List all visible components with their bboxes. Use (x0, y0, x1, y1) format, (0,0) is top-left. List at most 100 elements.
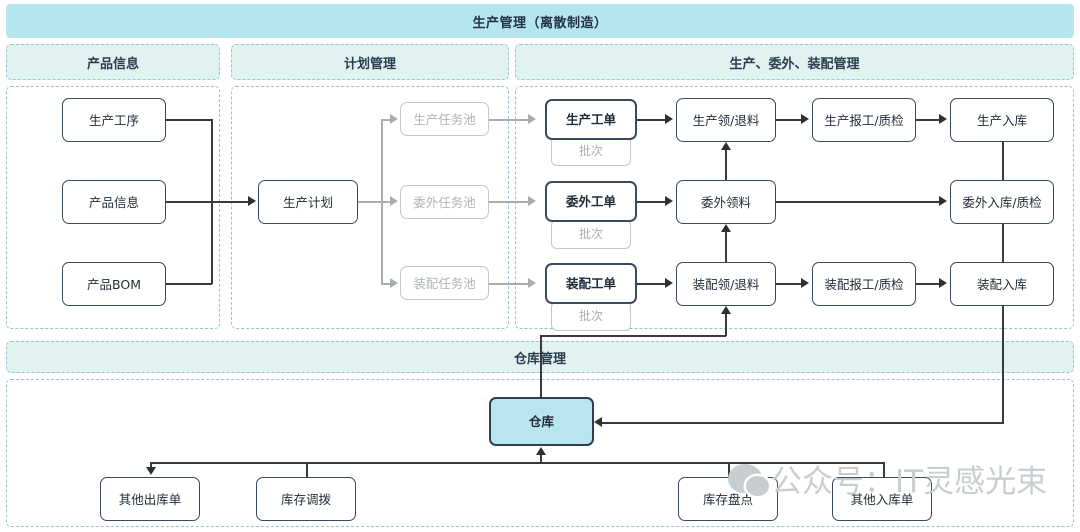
connector-wo-outsource-to-pick (637, 201, 667, 203)
arrow-into-wo-production (528, 114, 536, 124)
node-label: 装配工单 (565, 276, 616, 291)
arrow-up-into-pick-outsource (721, 224, 731, 232)
connector-bus-to-warehouse-riser (540, 455, 542, 463)
arrow-into-report-production (801, 114, 809, 124)
section-label: 计划管理 (343, 56, 396, 72)
connector-bus-to-pool-production (381, 119, 392, 121)
connector-stockin-into-warehouse (601, 422, 1004, 424)
node-in-production[interactable]: 生产入库 (950, 98, 1054, 142)
connector-plan-out (358, 201, 382, 203)
connector-process-to-bus (166, 119, 212, 121)
node-label: 委外领料 (700, 194, 751, 210)
node-label: 装配报工/质检 (824, 276, 904, 292)
node-label: 产品信息 (88, 194, 139, 210)
node-report-production[interactable]: 生产报工/质检 (812, 98, 916, 142)
arrow-into-warehouse-right (594, 417, 602, 427)
connector-pick-production-to-report (776, 119, 803, 121)
node-pick-assembly[interactable]: 装配领/退料 (676, 262, 776, 306)
connector-pick-assembly-to-report (776, 283, 803, 285)
arrow-into-pick-outsource (665, 196, 673, 206)
node-label: 生产计划 (282, 194, 333, 210)
node-production-process[interactable]: 生产工序 (62, 98, 166, 142)
section-label: 仓库管理 (514, 348, 566, 367)
node-wo-assembly[interactable]: 装配工单 (545, 263, 637, 304)
node-stock-transfer[interactable]: 库存调拨 (256, 477, 356, 521)
arrow-into-pool-assembly (390, 278, 398, 288)
page-title: 生产管理（离散制造） (472, 15, 608, 31)
node-label: 装配任务池 (413, 275, 476, 291)
connector-pool-outsource-to-wo (489, 201, 533, 203)
node-warehouse[interactable]: 仓库 (489, 397, 594, 446)
node-label: 批次 (578, 308, 603, 323)
arrow-into-pick-assembly (665, 278, 673, 288)
zone-plan-management (231, 86, 509, 329)
connector-bom-to-bus (166, 283, 212, 285)
node-batch-production[interactable]: 批次 (551, 136, 631, 166)
connector-bus-to-pool-assembly (381, 283, 392, 285)
node-stock-count[interactable]: 库存盘点 (678, 477, 778, 521)
node-label: 装配领/退料 (692, 276, 760, 292)
node-label: 生产任务池 (413, 111, 476, 127)
connector-stock-count-to-bus (728, 462, 730, 478)
node-label: 批次 (578, 226, 603, 241)
connector-stock-transfer-to-bus (306, 462, 308, 478)
connector-in-assembly-down-to-warehouse (1002, 306, 1004, 423)
connector-bus-to-other-outbound (150, 462, 152, 468)
node-label: 生产报工/质检 (824, 112, 904, 128)
arrow-into-wo-outsource (528, 196, 536, 206)
connector-bus-to-production-plan (166, 201, 252, 203)
node-in-outsource[interactable]: 委外入库/质检 (950, 180, 1054, 224)
section-header-production-outsource-assembly: 生产、委外、装配管理 (515, 44, 1074, 80)
zone-product-info (6, 86, 220, 329)
node-other-outbound[interactable]: 其他出库单 (100, 477, 200, 521)
node-pick-production[interactable]: 生产领/退料 (676, 98, 776, 142)
node-wo-production[interactable]: 生产工单 (545, 99, 637, 140)
node-batch-assembly[interactable]: 批次 (551, 301, 631, 331)
node-label: 委外工单 (565, 194, 616, 209)
arrow-into-in-production (939, 114, 947, 124)
connector-report-assembly-to-in (916, 283, 941, 285)
node-other-inbound[interactable]: 其他入库单 (832, 477, 932, 521)
arrow-up-into-pick-assembly (721, 306, 731, 314)
node-label: 委外任务池 (413, 194, 476, 210)
node-production-plan[interactable]: 生产计划 (258, 180, 358, 224)
node-label: 生产工序 (88, 112, 139, 128)
arrow-into-in-outsource (939, 196, 947, 206)
connector-other-inbound-to-bus (883, 462, 885, 478)
node-in-assembly[interactable]: 装配入库 (950, 262, 1054, 306)
node-label: 库存盘点 (702, 491, 753, 507)
arrow-up-into-warehouse (536, 447, 546, 455)
node-product-info[interactable]: 产品信息 (62, 180, 166, 224)
arrow-into-in-assembly (939, 278, 947, 288)
node-label: 装配入库 (976, 276, 1027, 292)
node-label: 其他出库单 (118, 491, 182, 507)
node-report-assembly[interactable]: 装配报工/质检 (812, 262, 916, 306)
connector-warehouse-feed-riser (540, 335, 542, 397)
node-label: 产品BOM (87, 276, 141, 292)
node-label: 库存调拨 (280, 491, 331, 507)
connector-warehouse-up-into-pick-assembly (725, 314, 727, 336)
arrow-into-pool-production (390, 114, 398, 124)
section-header-product-info: 产品信息 (6, 44, 220, 80)
node-wo-outsource[interactable]: 委外工单 (545, 181, 637, 222)
node-pool-production[interactable]: 生产任务池 (400, 102, 489, 136)
connector-pick-assembly-up-to-outsource (725, 232, 727, 263)
section-label: 生产、委外、装配管理 (729, 56, 860, 72)
node-pool-assembly[interactable]: 装配任务池 (400, 266, 489, 300)
zone-production-outsource-assembly (515, 86, 1074, 329)
connector-pool-production-to-wo (489, 119, 533, 121)
arrow-down-into-other-outbound (146, 467, 156, 475)
node-pick-outsource[interactable]: 委外领料 (676, 180, 776, 224)
node-product-bom[interactable]: 产品BOM (62, 262, 166, 306)
connector-report-production-to-in (916, 119, 941, 121)
connector-pool-assembly-to-wo (489, 283, 533, 285)
diagram-title-banner: 生产管理（离散制造） (6, 4, 1074, 38)
node-batch-outsource[interactable]: 批次 (551, 219, 631, 249)
connector-bus-to-pool-outsource (381, 201, 392, 203)
section-label: 产品信息 (86, 56, 139, 72)
node-pool-outsource[interactable]: 委外任务池 (400, 185, 489, 219)
node-label: 委外入库/质检 (962, 194, 1042, 210)
node-label: 批次 (578, 143, 603, 158)
arrow-up-into-pick-production (721, 142, 731, 150)
